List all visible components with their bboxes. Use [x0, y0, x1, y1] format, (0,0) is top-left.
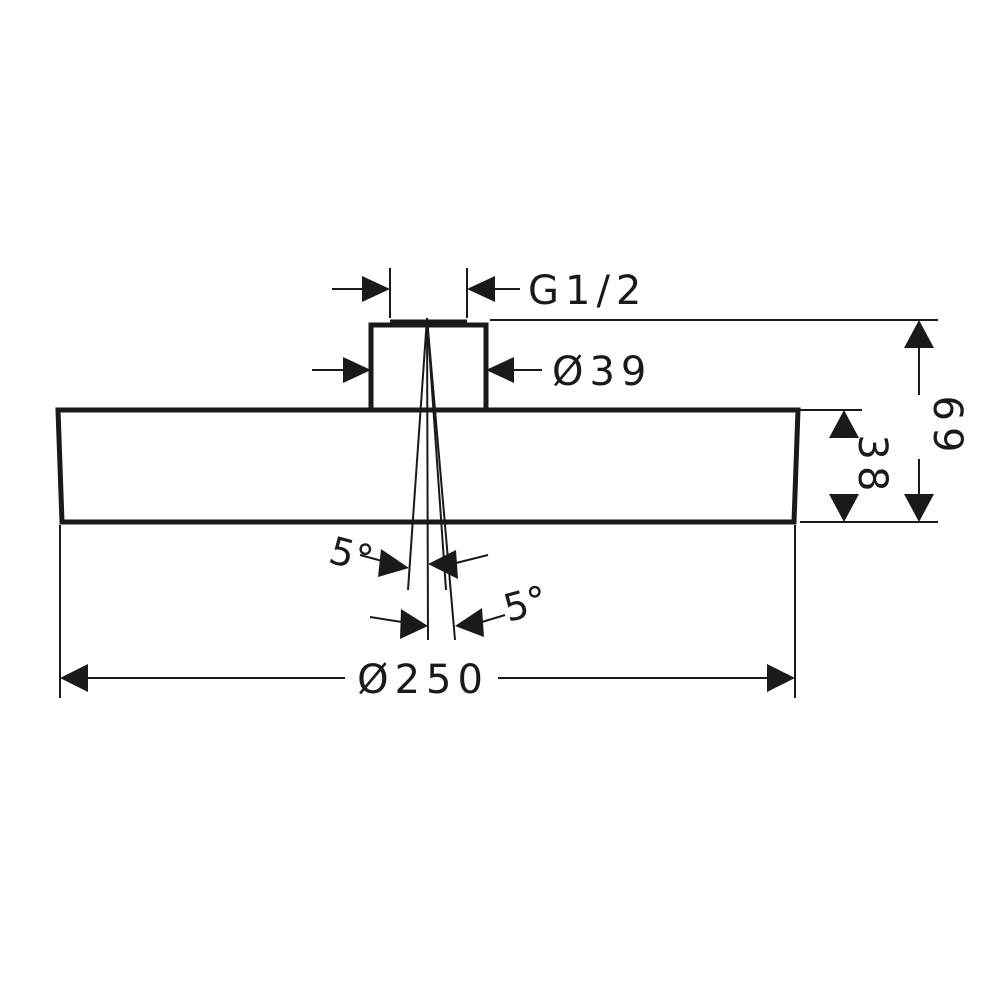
spray-angle-lines [407, 317, 456, 641]
thread-label: G1/2 [528, 268, 647, 314]
head-height-label: 38 [849, 435, 895, 498]
head-height-dimension: 38 [800, 409, 895, 522]
total-height-label: 69 [924, 396, 970, 459]
head-diameter-dimension: Ø250 [59, 525, 796, 703]
angle-right-dimension: 5° [369, 577, 552, 639]
angle-left-dimension: 5° [325, 528, 489, 582]
total-height-dimension: 69 [490, 319, 970, 523]
angle-right-label: 5° [499, 577, 552, 631]
stem-diameter-dimension: Ø39 [312, 349, 652, 395]
stem-diameter-label: Ø39 [552, 349, 652, 395]
angle-left-label: 5° [325, 528, 378, 582]
head-diameter-label: Ø250 [357, 657, 489, 703]
shower-head-outline [55, 407, 801, 525]
thread-dimension: G1/2 [332, 268, 647, 318]
